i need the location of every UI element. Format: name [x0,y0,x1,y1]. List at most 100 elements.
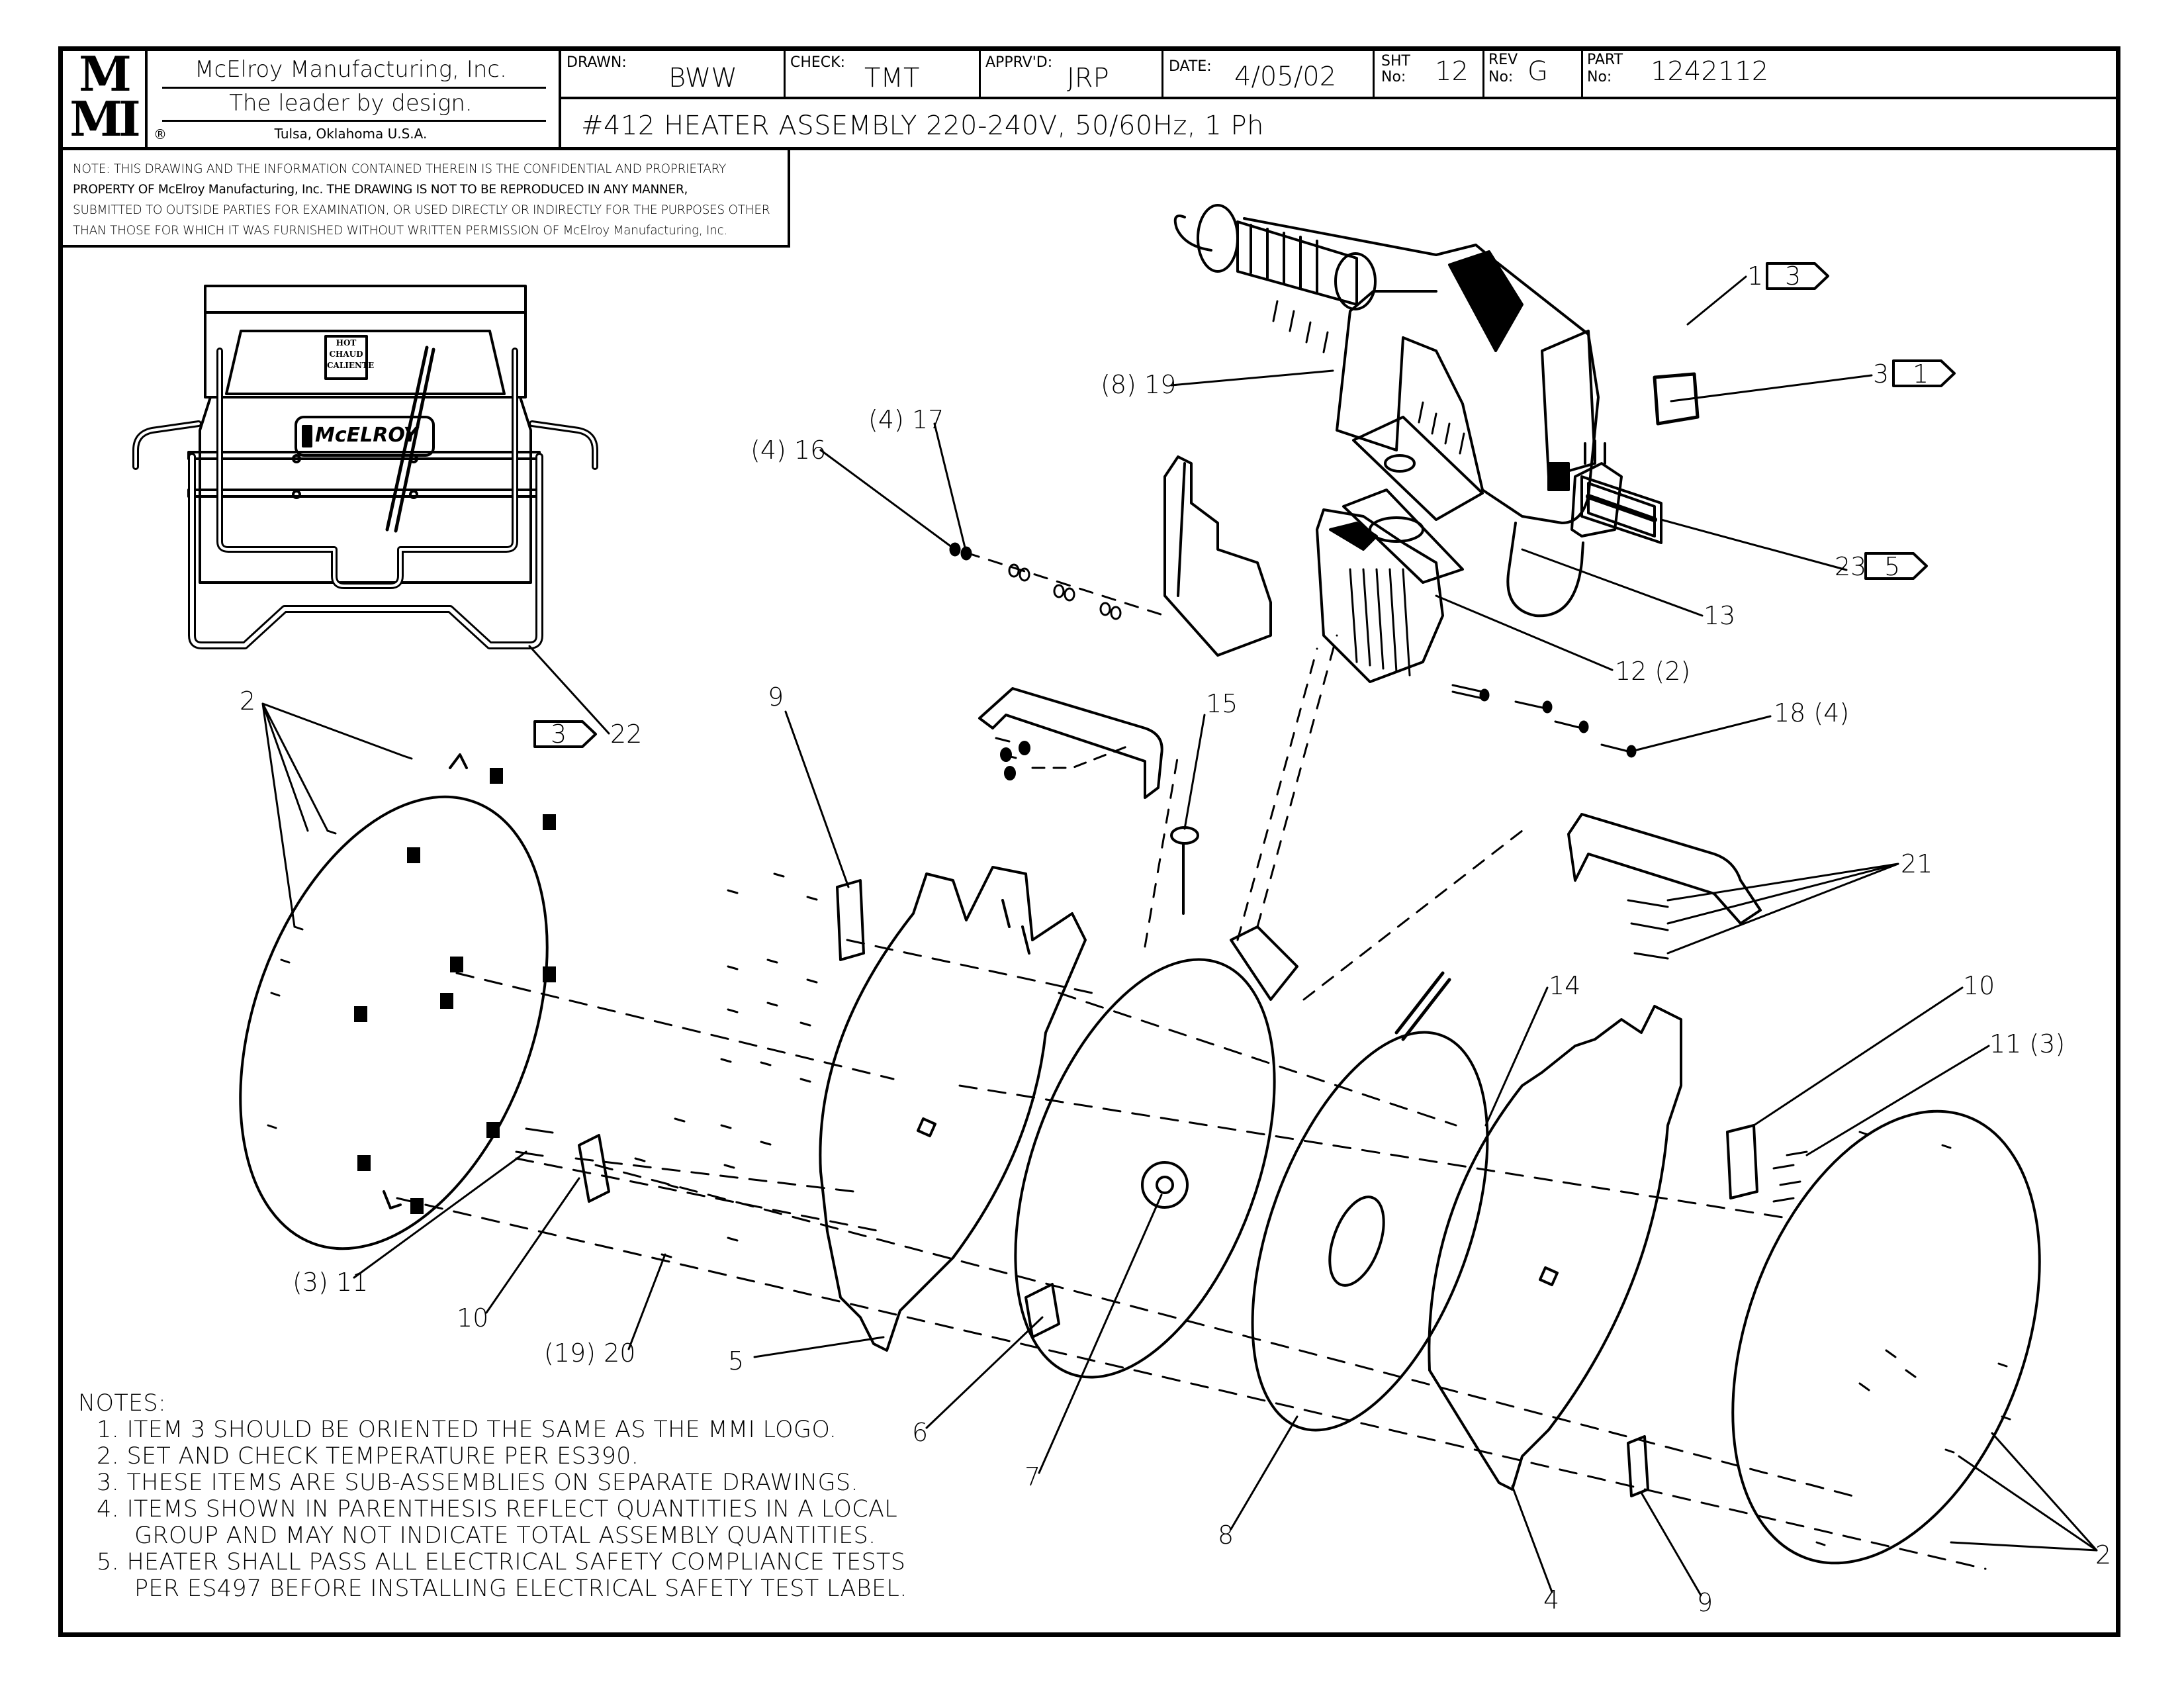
sheet-border [58,46,2120,1637]
mcelroy-brand-plate [295,416,435,457]
note-item-3: 3. THESE ITEMS ARE SUB-ASSEMBLIES ON SEP… [78,1470,907,1496]
title-block-rule [145,46,148,149]
leader-lines [261,275,2098,1597]
date-label: DATE: [1169,58,1212,75]
right-bracket-10 [1726,1124,1758,1199]
callout-item-8: 8 [1218,1521,1234,1550]
callout-item-18: 18 (4) [1774,698,1850,727]
note-item-5: 5. HEATER SHALL PASS ALL ELECTRICAL SAFE… [78,1549,907,1575]
flag-c1 [1766,262,1829,290]
callout-flag-22: 3 [551,720,567,749]
company-rule [162,87,546,89]
callout-item-17: (4) 17 [868,405,944,434]
note-line: NOTE: THIS DRAWING AND THE INFORMATION C… [73,162,727,176]
callout-item-2-left: 2 [240,686,256,716]
notes-heading: NOTES: [78,1390,167,1417]
part-label-no: No: [1587,69,1612,85]
company-name: McElroy Manufacturing, Inc. [195,56,507,83]
warning-line: HOT [336,338,357,348]
note-number: 1. [97,1417,119,1443]
logo-line-2: MI [69,91,140,147]
handle-controller-assembly [1173,204,1700,618]
flag-c3 [1892,359,1956,387]
note-item-4-continued: GROUP AND MAY NOT INDICATE TOTAL ASSEMBL… [134,1523,876,1549]
company-rule [162,120,546,122]
note-line: THAN THOSE FOR WHICH IT WAS FURNISHED WI… [73,224,728,238]
thermocouple-pin [1144,634,1338,948]
sheet-label: SHT [1381,53,1410,70]
revision-value: G [1527,56,1548,87]
company-location: Tulsa, Oklahoma U.S.A. [274,126,428,142]
note-line: PROPERTY OF McElroy Manufacturing, Inc. … [73,183,688,197]
fastener-set-11-right [1772,1150,1808,1203]
callout-item-13: 13 [1704,601,1736,630]
title-block-rule [560,97,2120,99]
callout-flag-1: 3 [1785,261,1801,291]
title-block-rule [1161,46,1163,98]
fastener-set-20 [515,872,818,1258]
callout-item-9-upper: 9 [768,682,784,712]
date-value: 4/05/02 [1234,62,1337,92]
drawn-value: BWW [668,63,737,93]
callout-item-10-left: 10 [457,1303,489,1333]
check-value: TMT [864,63,920,93]
logo-line-1: M [79,46,132,102]
warning-line: CHAUD [329,350,363,359]
flag-markers [533,262,1956,748]
callout-item-22: 22 [610,720,643,749]
heater-plate-8 [1251,971,1489,1432]
callout-item-3: 3 [1873,359,1889,389]
callout-item-5: 5 [728,1346,745,1376]
note-text: HEATER SHALL PASS ALL ELECTRICAL SAFETY … [126,1549,906,1575]
plate-4 [1428,1005,1682,1491]
callout-item-12: 12 (2) [1615,657,1691,686]
title-block-rule [1581,46,1583,98]
drawn-label: DRAWN: [567,54,627,71]
note-number: 4. [97,1496,119,1523]
callout-item-7: 7 [1024,1462,1041,1491]
part-label: PART [1587,52,1623,68]
title-block-rule [979,46,981,98]
bracket-9 [836,879,865,961]
note-box-rule [788,148,790,248]
callout-item-21: 21 [1901,849,1933,878]
title-block-rule [559,46,561,149]
callout-item-19: (8) 19 [1101,370,1177,399]
callout-item-14: 14 [1549,971,1581,1000]
callout-item-1: 1 [1747,261,1764,291]
note-line: SUBMITTED TO OUTSIDE PARTIES FOR EXAMINA… [73,203,770,217]
hot-warning-label [324,335,368,380]
callout-item-10-right: 10 [1963,971,1995,1000]
callout-item-9-lower: 9 [1697,1588,1713,1617]
note-text: ITEMS SHOWN IN PARENTHESIS REFLECT QUANT… [126,1496,897,1523]
note-item-4: 4. ITEMS SHOWN IN PARENTHESIS REFLECT QU… [78,1496,907,1523]
callout-flag-3: 1 [1913,359,1929,389]
approved-value: JRP [1067,63,1109,93]
plate-6 [1014,925,1298,1379]
company-slogan: The leader by design. [229,90,473,117]
note-number: 5. [97,1549,119,1575]
note-item-1: 1. ITEM 3 SHOULD BE ORIENTED THE SAME AS… [78,1417,907,1443]
callout-item-15: 15 [1206,689,1238,718]
title-block-rule [1373,46,1375,98]
approved-label: APPRV'D: [985,54,1053,71]
right-bracket-9 [1627,1435,1649,1497]
note-text: ITEM 3 SHOULD BE ORIENTED THE SAME AS TH… [126,1417,837,1443]
left-bracket-10 [578,1134,610,1203]
callout-item-11-left: (3) 11 [293,1268,369,1297]
revision-label: REV [1488,52,1518,68]
note-item-2: 2. SET AND CHECK TEMPERATURE PER ES390. [78,1443,907,1470]
note-item-5-continued: PER ES497 BEFORE INSTALLING ELECTRICAL S… [134,1575,907,1602]
sheet-number: 12 [1435,56,1469,87]
part-number: 1242112 [1651,56,1769,87]
general-notes: NOTES: 1. ITEM 3 SHOULD BE ORIENTED THE … [78,1390,907,1602]
note-box-rule [58,245,789,248]
drawing-title: #412 HEATER ASSEMBLY 220-240V, 50/60Hz, … [581,111,1264,141]
note-text: SET AND CHECK TEMPERATURE PER ES390. [126,1443,639,1470]
assembled-heater-view [132,285,610,735]
plate-5 [819,866,1087,1352]
revision-label-no: No: [1488,69,1514,85]
title-block-rule [1482,46,1484,98]
